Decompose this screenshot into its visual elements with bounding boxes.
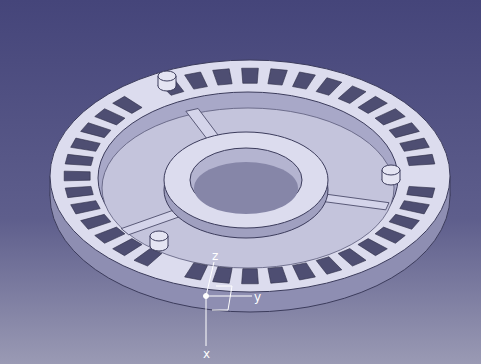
slot xyxy=(407,186,435,197)
slot xyxy=(338,86,366,103)
slot xyxy=(338,249,366,266)
slot xyxy=(81,123,111,138)
slot xyxy=(407,154,435,165)
slot xyxy=(358,96,387,113)
slot xyxy=(293,72,316,89)
spokes xyxy=(121,109,389,235)
slot xyxy=(185,263,208,280)
slot xyxy=(113,239,142,256)
slot xyxy=(213,267,232,283)
slot xyxy=(389,214,419,229)
hub-top xyxy=(164,132,328,228)
slot xyxy=(316,257,342,275)
hub-hole-floor xyxy=(194,162,298,214)
slot xyxy=(95,109,125,125)
slot xyxy=(375,109,405,125)
slot xyxy=(242,68,259,83)
slot xyxy=(71,138,101,151)
slot xyxy=(213,69,232,85)
slot xyxy=(358,239,387,256)
slot xyxy=(65,154,93,165)
slot xyxy=(268,267,287,283)
axis-label: x xyxy=(203,348,210,360)
slot xyxy=(185,72,208,89)
slot xyxy=(268,69,287,85)
slots xyxy=(64,68,435,284)
slot xyxy=(65,186,93,197)
axis-label: z xyxy=(212,250,218,262)
slot xyxy=(71,201,101,214)
recess-floor xyxy=(102,108,394,268)
ring-side xyxy=(50,80,450,312)
slot xyxy=(375,227,405,243)
slot xyxy=(95,227,125,243)
slot xyxy=(400,201,430,214)
slot xyxy=(81,214,111,229)
axis-compass xyxy=(204,262,253,346)
slot xyxy=(389,123,419,138)
slot xyxy=(113,96,142,113)
slot xyxy=(64,171,90,181)
slot xyxy=(316,78,342,96)
slot xyxy=(293,263,316,280)
slot xyxy=(242,269,259,284)
slot xyxy=(400,138,430,151)
pins xyxy=(150,71,400,251)
ring-top xyxy=(50,60,450,292)
axis-label: y xyxy=(254,291,261,303)
